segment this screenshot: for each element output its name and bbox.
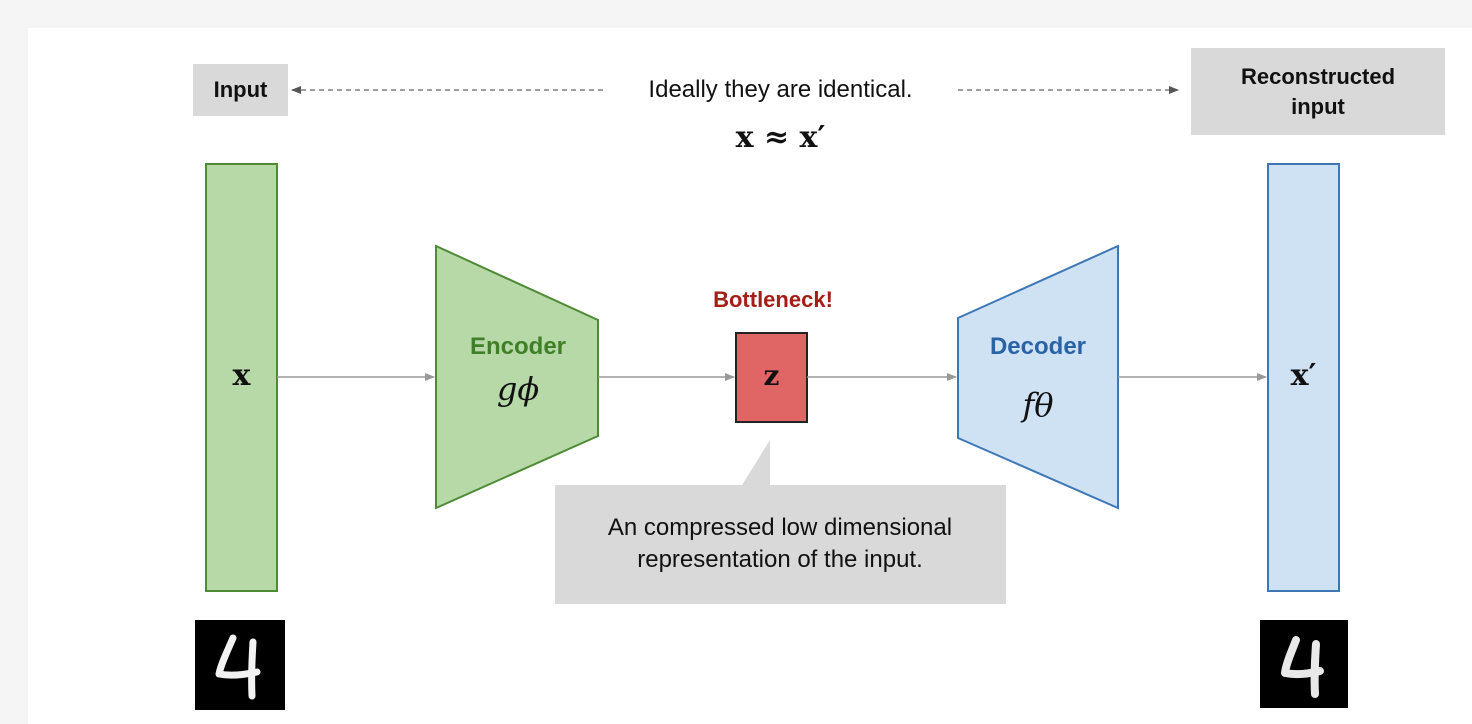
bottleneck-box: [735, 332, 808, 423]
handwritten-digit-output-image: [1260, 620, 1348, 708]
input-label: Input: [193, 64, 288, 116]
decoder-trapezoid: [957, 244, 1119, 510]
digit-four-reconstructed-icon: [1281, 636, 1324, 698]
digit-four-icon: [215, 634, 261, 700]
input-vector-symbol: x: [232, 358, 251, 393]
identical-note: Ideally they are identical.: [648, 76, 913, 103]
top-equation: x ≈ x′: [735, 120, 826, 155]
diagram-shapes: [205, 86, 1340, 604]
encoder-title: Encoder: [469, 333, 567, 360]
bottleneck-title: Bottleneck!: [713, 287, 833, 312]
output-vector-bar: [1267, 163, 1340, 592]
reconstructed-input-label: Reconstructed input: [1191, 48, 1445, 135]
decoder-title: Decoder: [989, 333, 1087, 360]
encoder-trapezoid: [435, 244, 599, 510]
output-vector-symbol: x′: [1290, 358, 1317, 393]
bottleneck-symbol: z: [763, 359, 780, 392]
callout-text: An compressed low dimensional representa…: [607, 514, 953, 573]
encoder-function: gϕ: [496, 370, 540, 408]
diagram-canvas: Input Reconstructed input Ideally they a…: [28, 28, 1472, 724]
input-vector-bar: [205, 163, 278, 592]
handwritten-digit-input-image: [195, 620, 285, 710]
callout-bubble: [555, 440, 1006, 604]
decoder-function: fθ: [1022, 386, 1054, 424]
